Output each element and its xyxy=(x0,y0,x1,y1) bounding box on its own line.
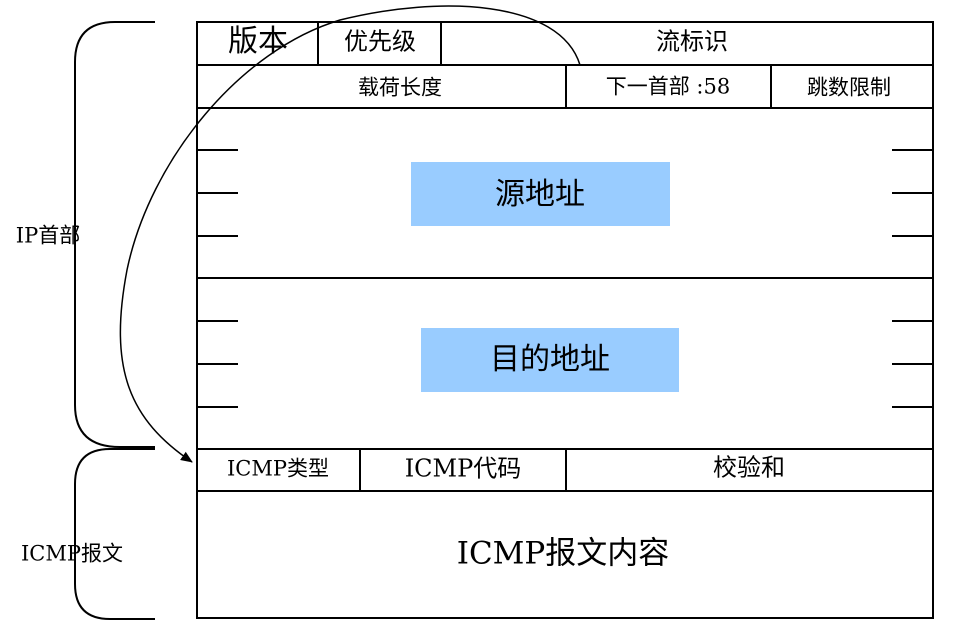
destination-address-ticks xyxy=(197,320,933,408)
checksum-field: 校验和 xyxy=(713,454,785,482)
icmp-message-brace xyxy=(74,448,155,620)
icmp-type-field: ICMP类型 xyxy=(227,457,329,481)
ip-header-brace xyxy=(74,21,155,448)
destination-address-box xyxy=(421,328,679,392)
next-header-arrow xyxy=(119,5,581,463)
next-header-field: 下一首部 :58 xyxy=(606,75,730,99)
icmp-code-field: ICMP代码 xyxy=(405,455,522,483)
source-address-ticks xyxy=(197,149,933,237)
version-field: 版本 xyxy=(228,24,288,59)
payload-length-field: 载荷长度 xyxy=(358,76,442,100)
source-address-box xyxy=(411,162,670,226)
icmp-message-label: ICMP报文 xyxy=(21,542,123,566)
icmp-content-field: ICMP报文内容 xyxy=(457,536,670,572)
priority-field: 优先级 xyxy=(344,28,416,56)
hop-limit-field: 跳数限制 xyxy=(807,76,891,100)
flow-label-field: 流标识 xyxy=(656,28,728,56)
packet-frame xyxy=(196,21,934,619)
ip-header-label: IP首部 xyxy=(16,224,80,248)
source-address-field: 源地址 xyxy=(495,177,585,212)
destination-address-field: 目的地址 xyxy=(490,342,610,377)
